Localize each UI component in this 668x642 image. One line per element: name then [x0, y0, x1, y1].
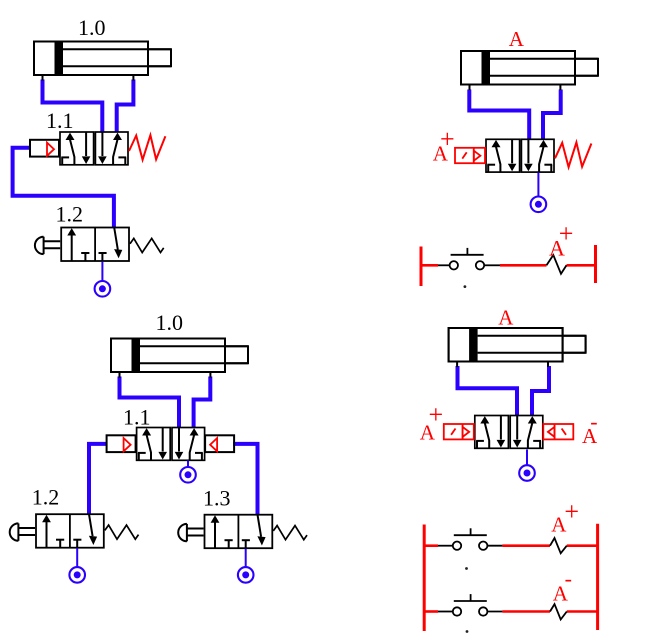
svg-text:A: A — [551, 512, 567, 536]
svg-text:1.2: 1.2 — [56, 202, 84, 227]
svg-text:+: + — [429, 400, 444, 429]
svg-text:1.3: 1.3 — [203, 486, 231, 511]
svg-text:1.1: 1.1 — [123, 405, 151, 430]
svg-text:+: + — [440, 125, 455, 154]
svg-text:1.0: 1.0 — [78, 15, 106, 40]
svg-text:A: A — [582, 424, 598, 448]
svg-text:+: + — [564, 497, 579, 526]
svg-text:A: A — [509, 27, 525, 51]
svg-text:1.0: 1.0 — [156, 310, 184, 335]
svg-text:A: A — [498, 306, 514, 330]
svg-text:A: A — [549, 235, 565, 260]
svg-text:A: A — [433, 142, 449, 166]
svg-text:1.1: 1.1 — [46, 108, 74, 133]
svg-text:-: - — [590, 409, 597, 434]
svg-text:A: A — [420, 421, 436, 445]
svg-text:-: - — [565, 566, 572, 591]
svg-text:A: A — [553, 581, 569, 605]
svg-text:+: + — [559, 219, 574, 248]
svg-text:1.2: 1.2 — [32, 485, 60, 510]
